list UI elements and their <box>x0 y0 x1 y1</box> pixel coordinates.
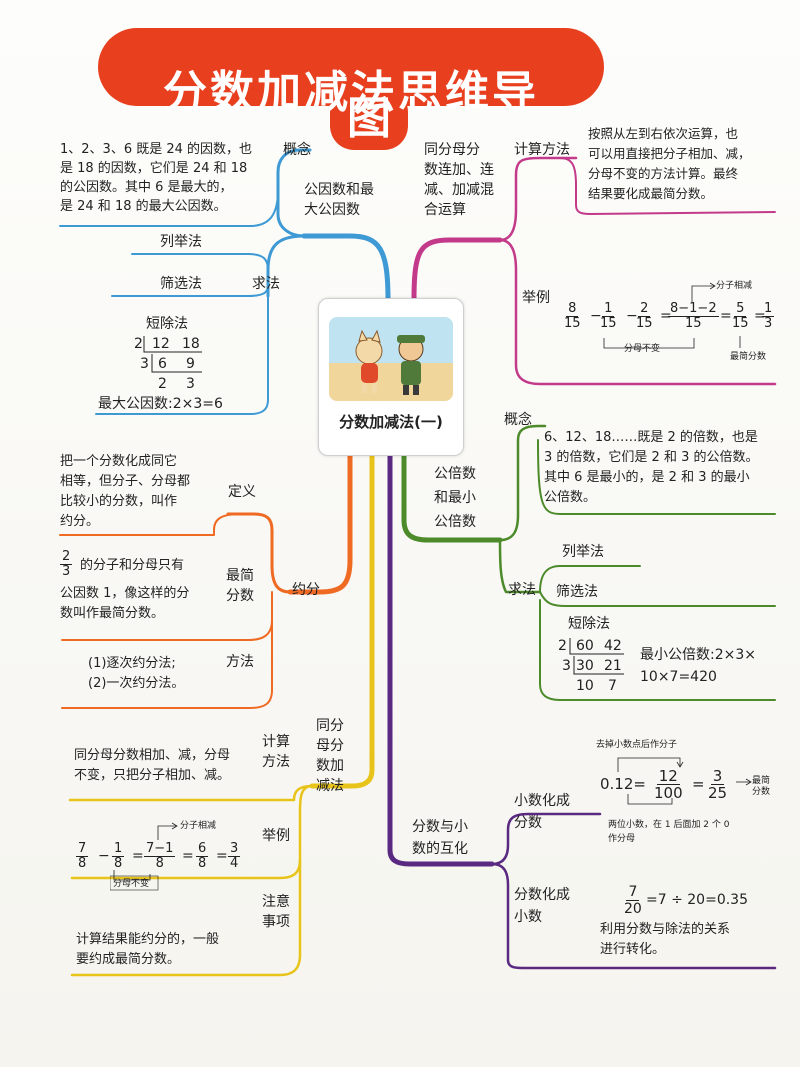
title-banner-tail <box>330 88 408 150</box>
line-blue <box>301 233 391 303</box>
mixed-branch-label: 同分母分 数连加、连 减、加减混 合运算 <box>424 142 494 218</box>
same-denominator-calc-label: 计算 方法 <box>262 734 290 770</box>
line-green-m3 <box>539 599 776 701</box>
line-yellow-note <box>70 858 302 977</box>
mixed-calc-text: 按照从左到右依次运算，也 可以用直接把分子相加、减， 分母不变的方法计算。最终 … <box>588 126 751 201</box>
gcf-method-label: 求法 <box>252 276 280 292</box>
gcf-method-listing: 列举法 <box>160 234 202 250</box>
line-orange-method <box>61 609 273 709</box>
mixed-calc-label: 计算方法 <box>514 142 570 158</box>
line-yellow-calc <box>68 784 314 802</box>
fraction-to-decimal-label: 分数化成 小数 <box>514 887 570 925</box>
reduce-method-text: (1)逐次约分法; (2)一次约分法。 <box>88 656 185 691</box>
line-green-concept <box>498 424 547 542</box>
line-green-m1 <box>539 565 641 593</box>
same-denominator-note-label: 注意 事项 <box>262 894 290 930</box>
line-orange-def <box>226 512 292 594</box>
line-blue-m2 <box>111 285 269 297</box>
gcf-method-short-division: 短除法 <box>146 316 188 332</box>
central-topic-label: 分数加减法(一) <box>339 413 443 431</box>
reduce-simplest-text2: 公因数 1，像这样的分 数叫作最简分数。 <box>60 586 190 621</box>
cartoon-illustration <box>329 317 453 401</box>
same-denominator-example-label: 举例 <box>262 828 290 844</box>
line-magenta-example <box>498 238 777 386</box>
gcf-branch-label: 公因数和最 大公因数 <box>304 182 374 218</box>
mixed-example-label: 举例 <box>522 290 550 306</box>
cartoon-characters-icon <box>355 329 425 395</box>
lcm-method-short-division: 短除法 <box>568 616 610 632</box>
lcm-method-sieve: 筛选法 <box>556 584 598 600</box>
reduce-definition-label: 定义 <box>228 484 256 500</box>
line-yellow <box>309 452 375 789</box>
line-blue-m3 <box>95 295 269 415</box>
lcm-method-label: 求法 <box>508 582 536 598</box>
line-purple-d2f <box>490 812 602 866</box>
reduce-simplest-text1: 的分子和分母只有 <box>80 558 185 573</box>
reduce-method-label: 方法 <box>226 654 254 670</box>
lcm-branch-label: 公倍数 和最小 公倍数 <box>434 466 476 530</box>
reduce-simplest-label: 最简 分数 <box>226 568 254 604</box>
lcm-concept-label: 概念 <box>504 412 532 428</box>
lcm-method-listing: 列举法 <box>562 544 604 560</box>
gcf-result: 最大公因数:2×3=6 <box>98 396 223 412</box>
line-orange-def-text <box>59 513 241 536</box>
gcf-concept-text: 1、2、3、6 既是 24 的因数，也 是 18 的因数，它们是 24 和 18… <box>60 142 253 214</box>
line-green-concept-text <box>537 439 776 515</box>
line-green-method <box>498 538 542 594</box>
gcf-concept-label: 概念 <box>283 142 311 158</box>
line-magenta-calc-text <box>559 157 776 215</box>
reduce-branch-label: 约分 <box>292 582 320 598</box>
line-blue-concept-text <box>59 189 279 227</box>
lcm-result: 最小公倍数:2×3× 10×7=420 <box>640 647 756 685</box>
page-title: 分数加减法思维导 <box>163 67 539 119</box>
decimal-to-fraction-label: 小数化成 分数 <box>514 793 570 831</box>
line-purple <box>387 452 495 867</box>
same-denominator-note-text: 计算结果能约分的，一般 要约成最简分数。 <box>76 932 220 967</box>
line-blue-concept <box>276 148 312 238</box>
line-green <box>401 452 503 543</box>
lcm-concept-text: 6、12、18……既是 2 的倍数，也是 3 的倍数，它们是 2 和 3 的公倍… <box>544 430 759 505</box>
line-magenta <box>411 237 503 303</box>
line-blue-m1 <box>131 253 269 271</box>
line-magenta-calc <box>498 156 578 242</box>
same-denominator-branch-label: 同分 母分 数加 减法 <box>316 718 344 794</box>
same-denominator-calc-text: 同分母分数相加、减，分母 不变，只把分子相加、减。 <box>74 748 231 783</box>
convert-branch-label: 分数与小 数的互化 <box>412 819 468 857</box>
reduce-definition-text: 把一个分数化成同它 相等，但分子、分母都 比较小的分数，叫作 约分。 <box>60 454 191 529</box>
line-orange <box>287 452 353 595</box>
line-purple-f2d <box>490 862 777 970</box>
central-topic: 分数加减法(一) <box>318 298 464 456</box>
gcf-method-sieve: 筛选法 <box>160 276 202 292</box>
fraction-to-decimal-text: 利用分数与除法的关系 进行转化。 <box>600 922 731 957</box>
line-green-m2 <box>539 591 776 607</box>
page-title-line2: 图 <box>347 93 391 144</box>
